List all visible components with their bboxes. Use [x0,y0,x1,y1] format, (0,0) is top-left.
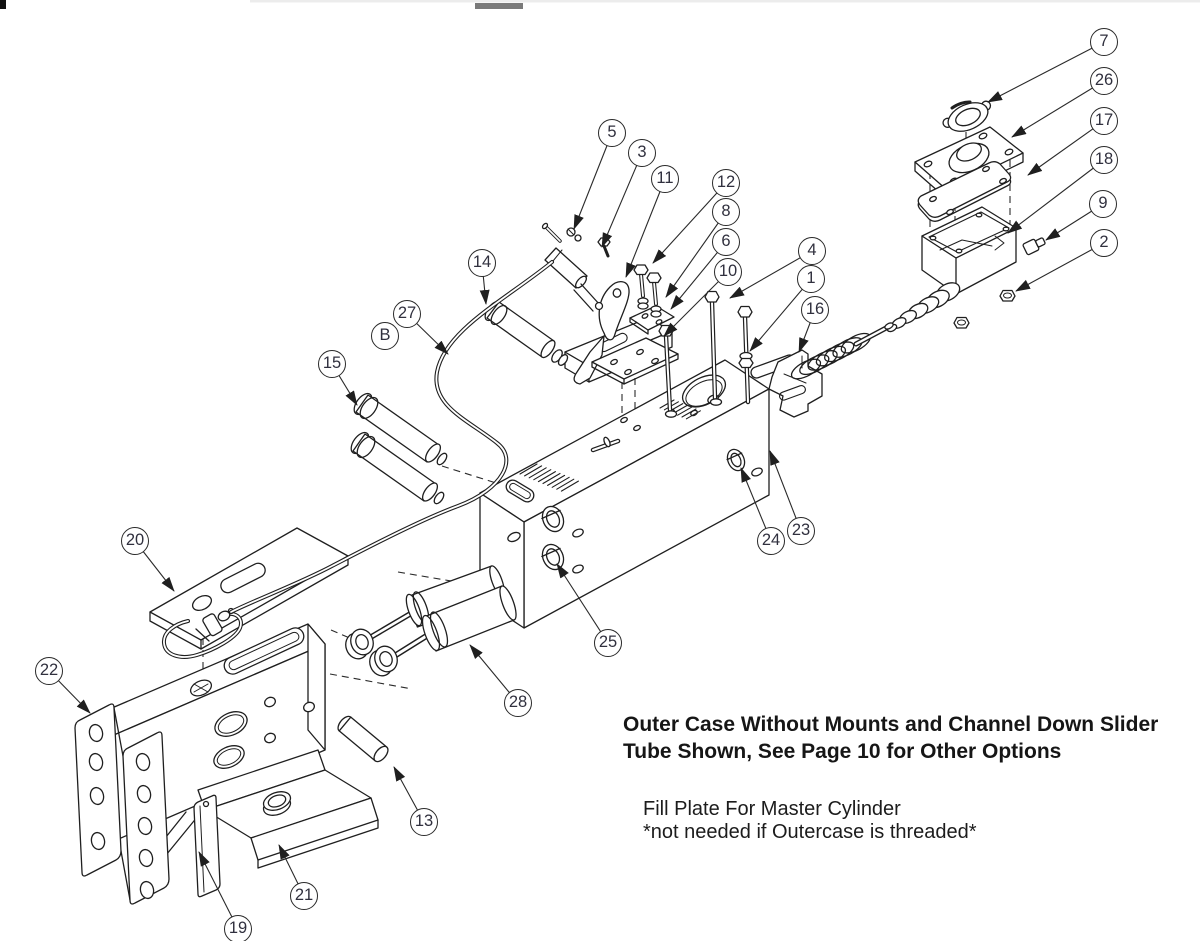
breakaway-cable [229,260,554,614]
damper-assembly [345,565,517,677]
callout-balloon-9: 9 [1089,190,1117,218]
callout-balloon-22: 22 [35,657,63,685]
callout-balloon-28: 28 [504,689,532,717]
callout-balloon-11: 11 [651,165,679,193]
callout-balloon-5: 5 [598,119,626,147]
short-bolts-and-washers [633,264,662,318]
callout-balloon-20: 20 [121,527,149,555]
callout-balloon-14: 14 [468,249,496,277]
callout-balloon-17: 17 [1090,107,1118,135]
long-bolts [658,290,754,418]
callout-balloon-15: 15 [318,350,346,378]
master-cylinder-body [886,206,1017,333]
note-outer-case: Outer Case Without Mounts and Channel Do… [623,711,1158,765]
hex-nut-b [953,316,970,329]
callout-balloon-7: 7 [1090,28,1118,56]
callout-balloon-1: 1 [797,265,825,293]
hex-nut-a [999,289,1016,302]
adjustment-channel [74,703,170,905]
callout-balloon-10: 10 [714,258,742,286]
callout-balloon-3: 3 [628,139,656,167]
callout-balloon-13: 13 [410,808,438,836]
callout-balloon-16: 16 [801,296,829,324]
push-rod [853,322,894,347]
outer-case [479,359,770,629]
slider-pin [337,715,389,763]
callout-balloon-21: 21 [290,882,318,910]
callout-balloon-6: 6 [712,228,740,256]
note-outer-case-line2: Tube Shown, See Page 10 for Other Option… [623,740,1062,763]
page-scan-artifacts [0,0,1200,9]
fill-plate [914,126,1024,200]
callout-balloon-27: 27 [393,300,421,328]
callout-balloon-4: 4 [798,237,826,265]
safety-clip [161,607,243,659]
callout-balloon-23: 23 [787,517,815,545]
note-fill-plate: Fill Plate For Master Cylinder *not need… [643,798,977,844]
callout-balloon-8: 8 [712,198,740,226]
master-cylinder-cap [942,100,992,132]
callout-balloon-18: 18 [1090,146,1118,174]
mounting-plates [591,305,679,385]
note-outer-case-line1: Outer Case Without Mounts and Channel Do… [623,713,1159,736]
callout-balloon-24: 24 [757,527,785,555]
note-fill-plate-line1: Fill Plate For Master Cylinder [643,798,901,820]
callout-balloon-12: 12 [712,169,740,197]
callout-balloon-25: 25 [594,629,622,657]
callout-balloon-B: B [371,322,399,350]
gasket [917,161,1012,222]
callout-balloon-19: 19 [224,915,252,941]
note-fill-plate-line2: *not needed if Outercase is threaded* [643,821,977,843]
fitting [1022,237,1046,256]
callout-balloon-2: 2 [1090,229,1118,257]
retainer-strap [193,794,221,898]
roller-pins [350,392,448,505]
callout-balloon-26: 26 [1090,67,1118,95]
